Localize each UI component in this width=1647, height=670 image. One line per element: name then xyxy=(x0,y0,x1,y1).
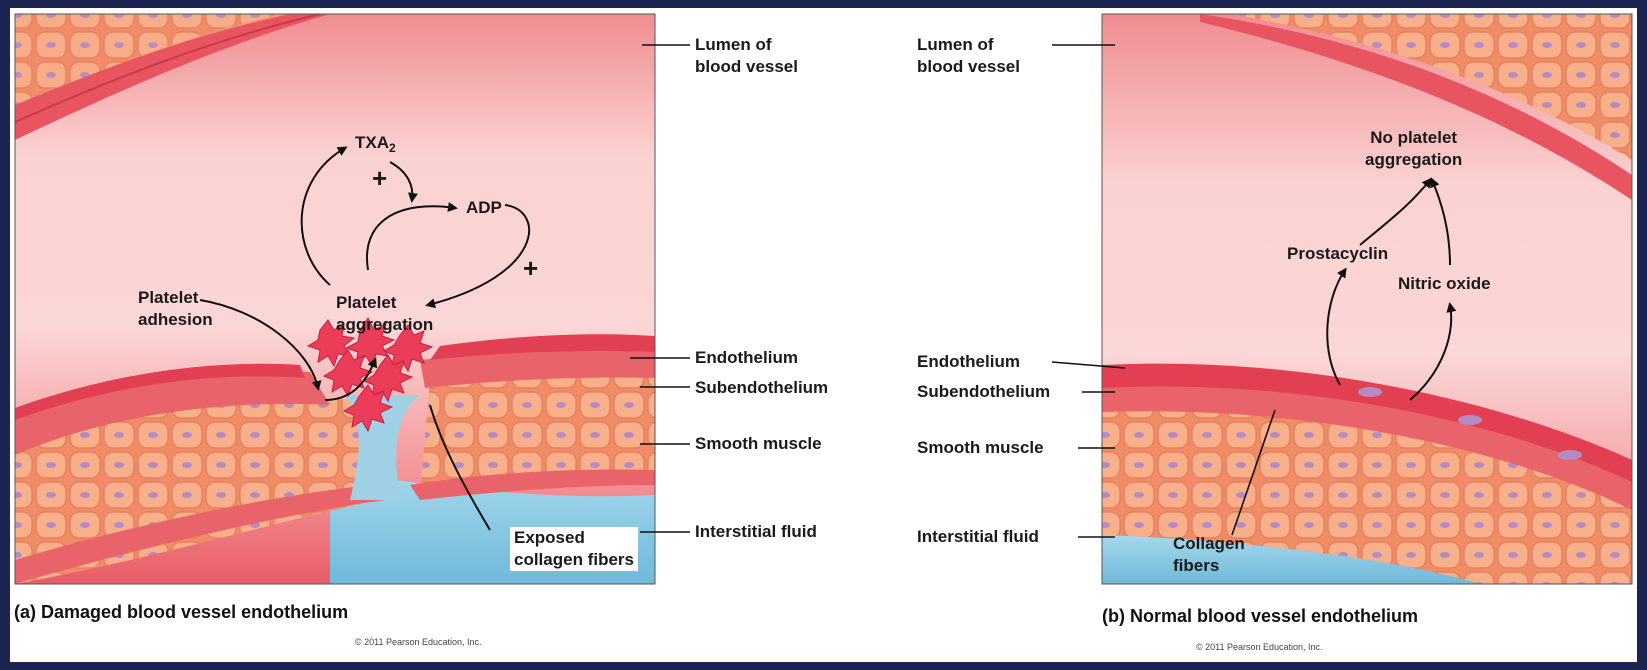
panel-a-label-interstitial-fluid: Interstitial fluid xyxy=(695,521,817,543)
panel-a-label-exposed-collagen: Exposed collagen fibers xyxy=(510,527,638,571)
panel-a-label-endothelium: Endothelium xyxy=(695,347,798,369)
panel-b-label-endothelium: Endothelium xyxy=(917,351,1020,373)
panel-a-plus-2: + xyxy=(523,253,538,284)
panel-a-label-smooth-muscle: Smooth muscle xyxy=(695,433,822,455)
panel-b-label-no-platelet-aggregation: No platelet aggregation xyxy=(1365,127,1462,171)
panel-a-label-txa2: TXA2 xyxy=(355,132,396,159)
txa2-base: TXA xyxy=(355,133,389,152)
panel-b-copyright: © 2011 Pearson Education, Inc. xyxy=(1196,642,1323,652)
panel-a-label-lumen: Lumen of blood vessel xyxy=(695,34,798,78)
panel-b-artwork xyxy=(1102,14,1632,584)
panel-a-label-platelet-adhesion: Platelet adhesion xyxy=(138,287,213,331)
panel-a-copyright: © 2011 Pearson Education, Inc. xyxy=(355,637,482,647)
panel-b-label-lumen: Lumen of blood vessel xyxy=(917,34,1020,78)
panel-a-artwork xyxy=(15,14,655,584)
panel-b-label-smooth-muscle: Smooth muscle xyxy=(917,437,1044,459)
panel-a-plus-1: + xyxy=(372,163,387,194)
panel-a-label-adp: ADP xyxy=(466,197,502,219)
panel-b-label-prostacyclin: Prostacyclin xyxy=(1287,243,1388,265)
panel-a-label-subendothelium: Subendothelium xyxy=(695,377,828,399)
panel-b-label-nitric-oxide: Nitric oxide xyxy=(1398,273,1491,295)
panel-b-caption-letter: (b) xyxy=(1102,606,1125,626)
panel-b-label-collagen-fibers: Collagen fibers xyxy=(1173,533,1245,577)
panel-b-caption-text: Normal blood vessel endothelium xyxy=(1130,606,1418,626)
panel-a-caption-text: Damaged blood vessel endothelium xyxy=(41,602,348,622)
panel-b-label-interstitial-fluid: Interstitial fluid xyxy=(917,526,1039,548)
panel-a-caption-letter: (a) xyxy=(14,602,36,622)
panel-b-label-subendothelium: Subendothelium xyxy=(917,381,1050,403)
panel-b-caption: (b) Normal blood vessel endothelium xyxy=(1102,606,1418,627)
txa2-subscript: 2 xyxy=(389,141,396,155)
panel-a-caption: (a) Damaged blood vessel endothelium xyxy=(14,602,348,623)
panel-a-label-platelet-aggregation: Platelet aggregation xyxy=(336,292,433,336)
